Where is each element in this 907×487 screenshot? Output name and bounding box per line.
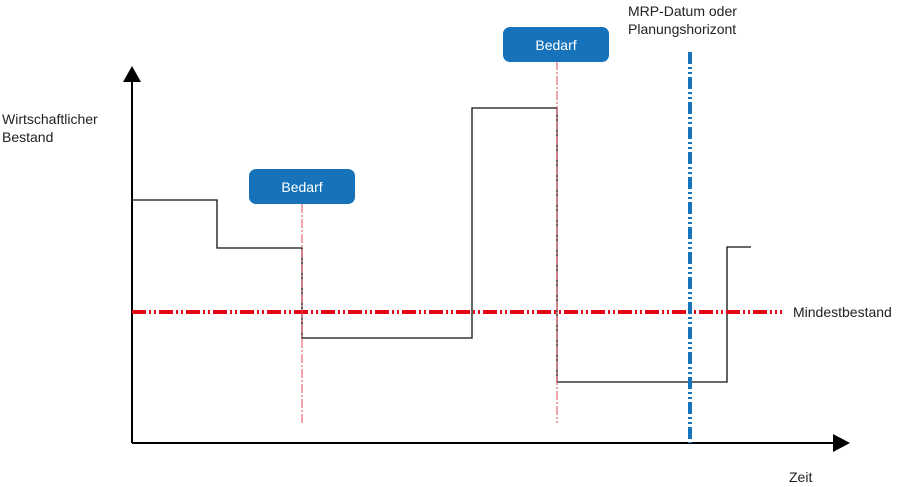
demand-badge-2: Bedarf	[503, 27, 609, 62]
x-axis-arrow	[833, 434, 850, 452]
y-axis-label: Wirtschaftlicher Bestand	[2, 110, 98, 146]
y-axis-label-line2: Bestand	[2, 129, 54, 145]
economic-stock-line	[132, 107, 751, 383]
demand-badge-1: Bedarf	[249, 169, 355, 204]
y-axis-arrow	[123, 66, 141, 82]
planning-horizon-label-line1: MRP-Datum oder	[628, 3, 737, 19]
planning-horizon-label: MRP-Datum oder Planungshorizont	[628, 2, 737, 38]
y-axis-label-line1: Wirtschaftlicher	[2, 111, 98, 127]
safety-stock-label: Mindestbestand	[793, 304, 892, 320]
planning-horizon-label-line2: Planungshorizont	[628, 21, 737, 37]
x-axis-label: Zeit	[789, 469, 813, 485]
